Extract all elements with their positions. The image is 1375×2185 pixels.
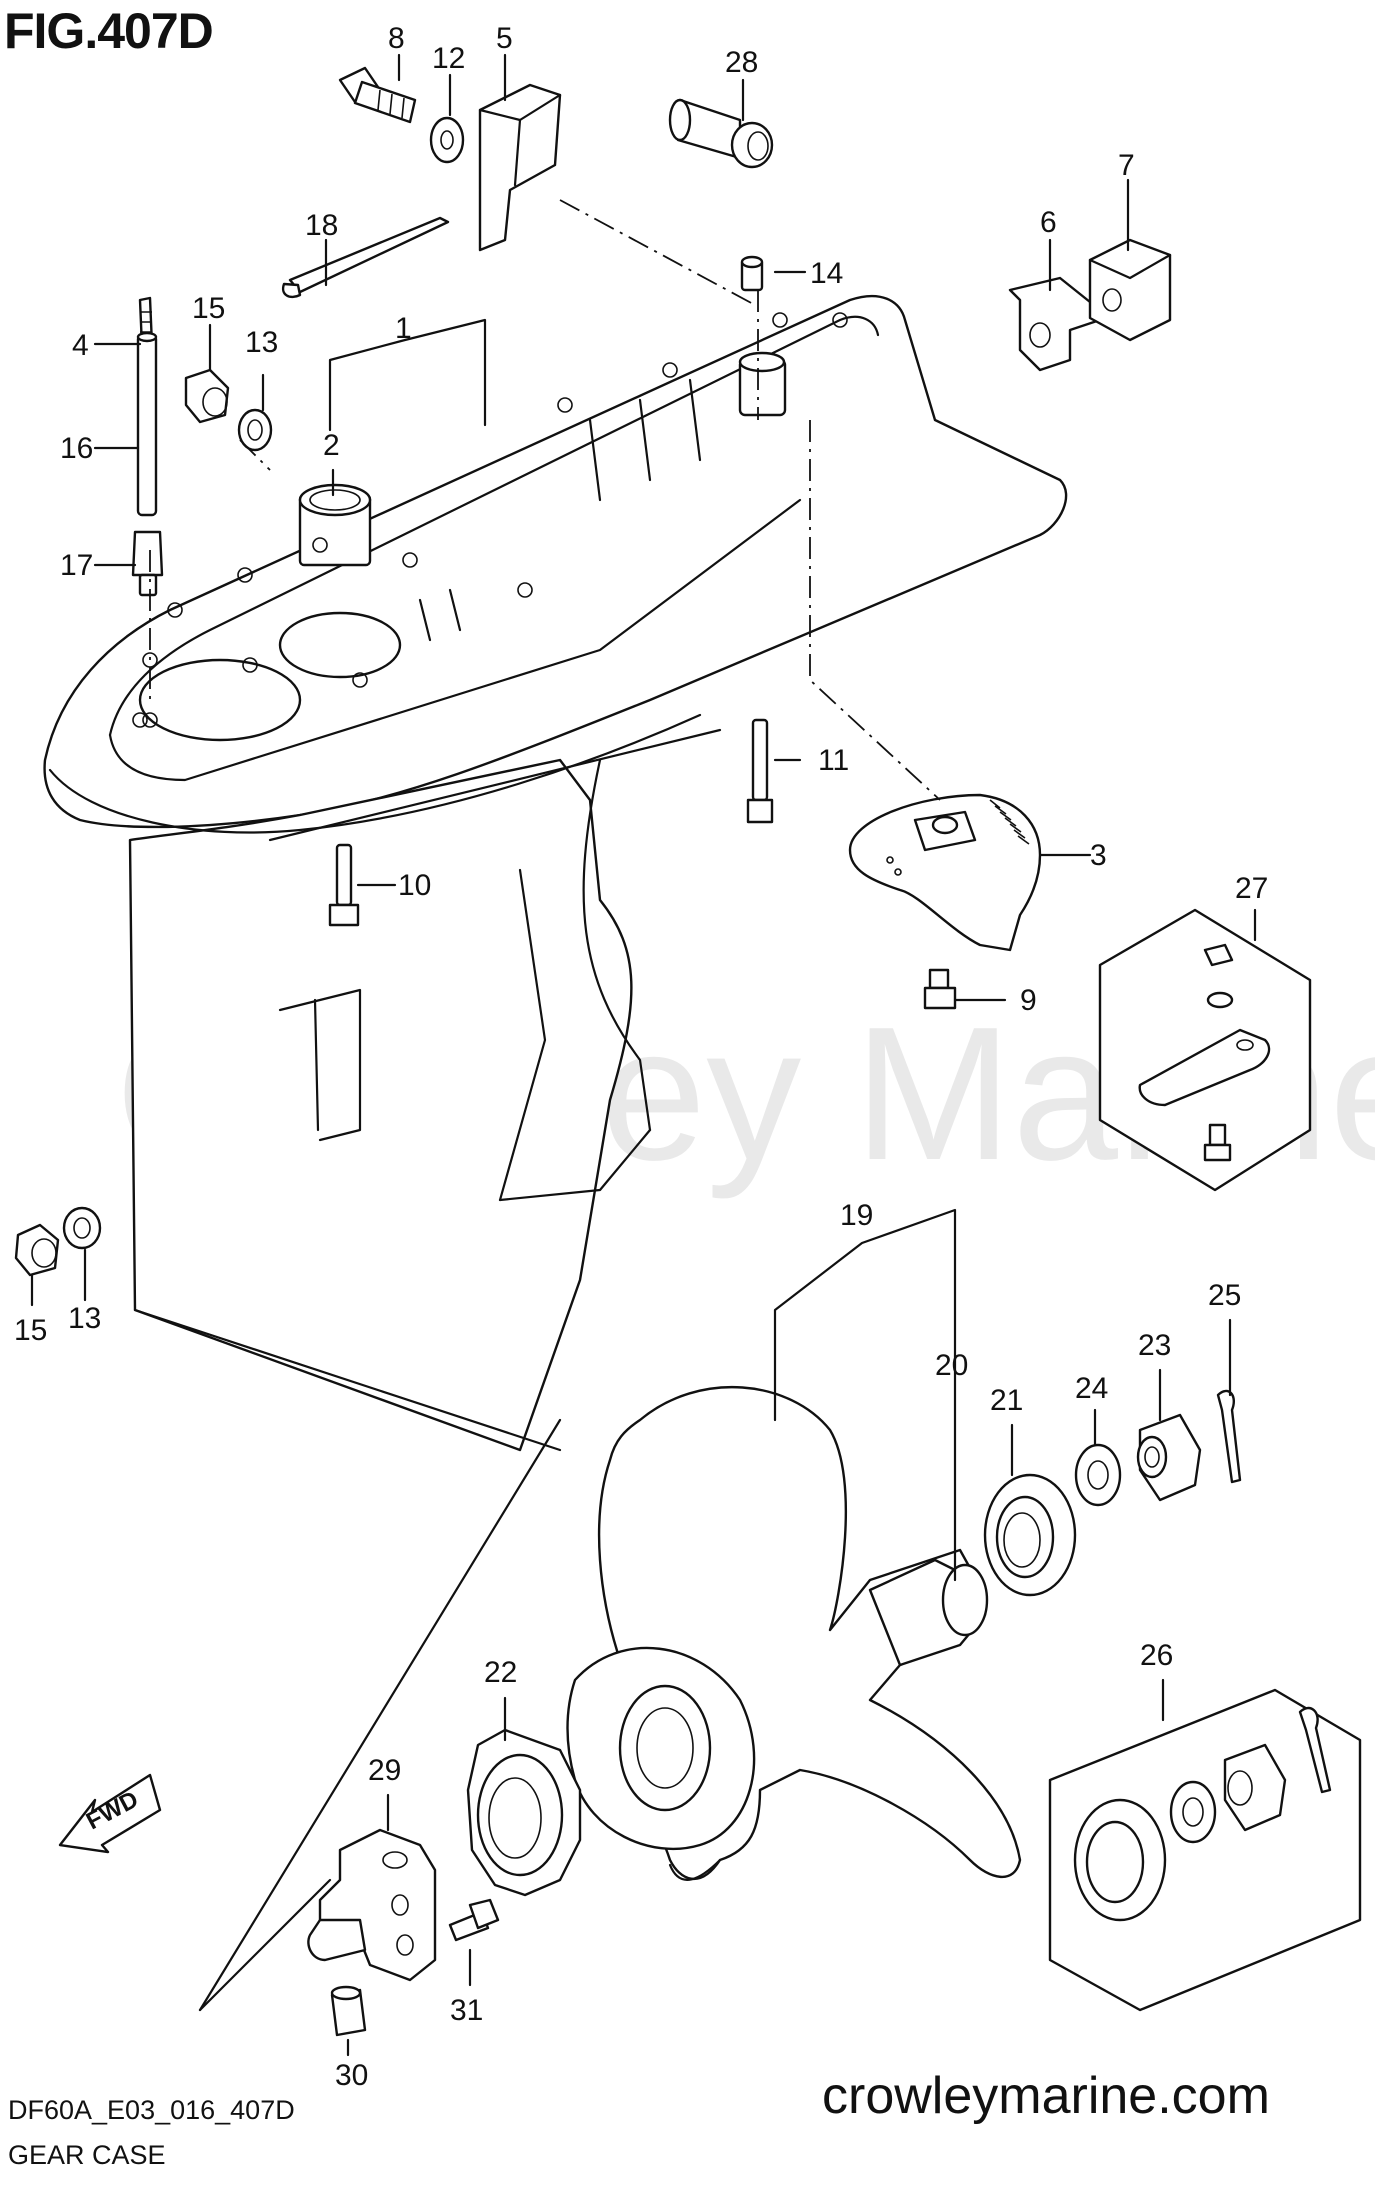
callout-15-lower: 15 xyxy=(14,1314,47,1347)
clamp-18[interactable] xyxy=(281,216,450,299)
callout-23: 23 xyxy=(1138,1329,1171,1362)
callout-6: 6 xyxy=(1040,206,1057,239)
callout-18: 18 xyxy=(305,209,338,242)
callout-24: 24 xyxy=(1075,1372,1108,1405)
callout-labels: 8 12 5 28 18 14 7 6 4 15 13 1 16 2 17 11… xyxy=(14,22,1268,2092)
callout-15-upper: 15 xyxy=(192,292,225,325)
dowel-14[interactable] xyxy=(740,255,764,292)
tube-16[interactable] xyxy=(136,331,158,517)
callout-4: 4 xyxy=(72,329,89,362)
bracket-6[interactable] xyxy=(1008,276,1102,372)
callout-2: 2 xyxy=(323,429,340,462)
callout-31: 31 xyxy=(450,1994,483,2027)
block-29[interactable] xyxy=(307,1828,437,1982)
callout-26: 26 xyxy=(1140,1639,1173,1672)
callout-13-lower: 13 xyxy=(68,1302,101,1335)
washer-12[interactable] xyxy=(429,116,465,164)
callout-19: 19 xyxy=(840,1199,873,1232)
callout-21: 21 xyxy=(990,1384,1023,1417)
callout-28: 28 xyxy=(725,46,758,79)
callout-11: 11 xyxy=(818,744,849,777)
kit-26[interactable] xyxy=(1048,1688,1362,2012)
bolt-8[interactable] xyxy=(338,66,417,124)
cotter-pin-25[interactable] xyxy=(1216,1389,1242,1484)
callout-20: 20 xyxy=(935,1349,968,1382)
bolt-10[interactable] xyxy=(328,843,360,927)
trim-tab-anode-3[interactable] xyxy=(848,793,1042,952)
callout-22: 22 xyxy=(484,1656,517,1689)
grommet-28[interactable] xyxy=(668,98,774,169)
propeller-19[interactable] xyxy=(566,1385,1022,1881)
callout-29: 29 xyxy=(368,1754,401,1787)
callout-12: 12 xyxy=(432,42,465,75)
assembly-guide-lines xyxy=(149,199,941,801)
callout-16: 16 xyxy=(60,432,93,465)
bolt-11[interactable] xyxy=(746,718,774,824)
gasket-13-upper[interactable] xyxy=(237,408,273,452)
collar-30[interactable] xyxy=(330,1985,367,2037)
thrust-washer-21[interactable] xyxy=(983,1473,1077,1597)
gasket-13-lower[interactable] xyxy=(62,1206,102,1250)
fitting-17[interactable] xyxy=(131,530,164,597)
castle-nut-23[interactable] xyxy=(1136,1413,1202,1502)
callout-25: 25 xyxy=(1208,1279,1241,1312)
plug-15-upper[interactable] xyxy=(184,368,230,424)
fwd-arrow-icon xyxy=(58,1773,162,1854)
diagram-code: DF60A_E03_016_407D xyxy=(8,2095,295,2125)
callout-10: 10 xyxy=(398,869,431,902)
callout-14: 14 xyxy=(810,257,843,290)
seal-5[interactable] xyxy=(478,83,562,252)
kit-27[interactable] xyxy=(1098,908,1312,1192)
callout-17: 17 xyxy=(60,549,93,582)
spacer-22[interactable] xyxy=(466,1728,582,1897)
callout-30: 30 xyxy=(335,2059,368,2092)
washer-24[interactable] xyxy=(1074,1443,1122,1507)
callout-27: 27 xyxy=(1235,872,1268,905)
callout-1: 1 xyxy=(395,312,412,345)
callout-13-upper: 13 xyxy=(245,326,278,359)
bolt-9[interactable] xyxy=(923,968,957,1010)
bolt-31[interactable] xyxy=(448,1898,500,1942)
callout-5: 5 xyxy=(496,22,513,55)
site-url[interactable]: crowleymarine.com xyxy=(822,2067,1270,2125)
callout-9: 9 xyxy=(1020,984,1037,1017)
figure-title: FIG.407D xyxy=(4,3,214,59)
callout-8: 8 xyxy=(388,22,405,55)
callout-7: 7 xyxy=(1118,149,1135,182)
bracket-7[interactable] xyxy=(1088,238,1172,342)
leader-lines xyxy=(30,53,1257,2057)
diagram-name: GEAR CASE xyxy=(8,2140,166,2170)
callout-3: 3 xyxy=(1090,839,1107,872)
plug-15-lower[interactable] xyxy=(14,1223,60,1277)
